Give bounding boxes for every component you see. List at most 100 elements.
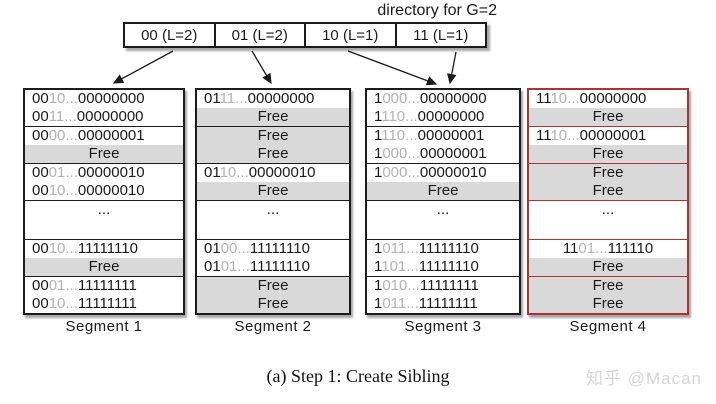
bucket-block: ... — [367, 200, 519, 239]
bits-masked: 110... — [381, 108, 418, 125]
bits-suffix: 00000000 — [77, 90, 145, 107]
bits-suffix: 11111111 — [418, 295, 478, 312]
record-row: 1000...00000010 — [367, 164, 519, 182]
bits-suffix: 11111110 — [418, 258, 479, 275]
bits-masked: 10... — [48, 182, 78, 199]
bits-suffix: 11111110 — [418, 240, 479, 257]
record-row: 1110...00000000 — [529, 90, 687, 108]
bits-suffix: 00000010 — [77, 182, 145, 199]
bits-masked: 10... — [550, 127, 580, 144]
bits-prefix: 00 — [32, 277, 49, 294]
arrow-00-to-segment-1 — [112, 50, 174, 84]
segment-3-label: Segment 3 — [404, 318, 482, 335]
bits-prefix: 00 — [32, 127, 49, 144]
record-row: 1110...00000001 — [367, 127, 519, 145]
arrow-11-to-segment-3 — [447, 51, 457, 85]
bits-suffix: 00000000 — [579, 90, 647, 107]
directory-title: directory for G=2 — [377, 2, 497, 19]
free-slot-row: Free — [197, 145, 349, 163]
bits-prefix: 00 — [32, 295, 49, 312]
free-slot-row: Free — [529, 258, 687, 276]
record-row: 1110...00000001 — [529, 127, 687, 145]
bits-masked: 01... — [48, 164, 78, 181]
bits-prefix: 00 — [32, 240, 49, 257]
directory-cell-00: 00 (L=2) — [141, 26, 198, 44]
bits-masked: 01... — [48, 277, 78, 294]
segment-2-label: Segment 2 — [234, 318, 312, 335]
bits-masked: 110... — [381, 127, 418, 144]
record-row: 0101...11111110 — [197, 258, 349, 276]
record-row: 0010...11111111 — [25, 295, 183, 313]
bits-suffix: 00000000 — [247, 90, 315, 107]
record-row: 1000...00000001 — [367, 145, 519, 163]
bits-masked: 10... — [48, 240, 78, 257]
bits-suffix: 00000010 — [77, 164, 145, 181]
bits-masked: 10... — [550, 90, 580, 107]
record-row: 1011...11111111 — [367, 295, 519, 313]
bits-prefix: 1 — [374, 108, 382, 125]
bits-suffix: 11111111 — [77, 295, 137, 312]
record-row: 0110...00000010 — [197, 164, 349, 182]
bucket-block: ... — [25, 200, 183, 239]
bits-prefix: 1 — [374, 277, 383, 294]
bits-masked: 000... — [382, 145, 420, 162]
free-slot-row: Free — [529, 164, 687, 182]
bits-masked: 11... — [219, 90, 248, 107]
record-row: 0011...00000000 — [25, 108, 183, 126]
watermark: 知乎 @Macan — [585, 369, 702, 388]
bits-masked: 010... — [382, 277, 420, 294]
bits-prefix: 00 — [32, 182, 49, 199]
ellipsis-row: ... — [97, 201, 111, 218]
free-slot-row: Free — [197, 295, 349, 313]
bits-masked: 101... — [381, 258, 419, 275]
figure-caption: (a) Step 1: Create Sibling — [266, 366, 450, 386]
bits-prefix: 00 — [32, 164, 49, 181]
record-row: 0000...00000001 — [25, 127, 183, 145]
bits-prefix: 1 — [374, 90, 383, 107]
bits-prefix: 1 — [374, 145, 383, 162]
record-row: 0111...00000000 — [197, 90, 349, 108]
bits-suffix: 00000001 — [77, 127, 145, 144]
bits-prefix: 00 — [32, 90, 49, 107]
bits-masked: 01... — [578, 240, 608, 257]
free-slot-row: Free — [529, 108, 687, 126]
bits-prefix: 1 — [374, 240, 383, 257]
free-slot-row: Free — [367, 182, 519, 200]
bits-suffix: 11111111 — [419, 277, 479, 294]
free-slot-row: Free — [25, 145, 183, 163]
free-slot-row: Free — [197, 108, 349, 126]
bits-suffix: 00000001 — [417, 127, 485, 144]
bits-masked: 00... — [48, 127, 78, 144]
bits-prefix: 01 — [204, 258, 221, 275]
free-slot-row: Free — [25, 258, 183, 276]
free-slot-row: Free — [529, 145, 687, 163]
free-slot-row: Free — [197, 127, 349, 145]
bits-prefix: 01 — [204, 240, 221, 257]
bits-masked: 10... — [48, 90, 78, 107]
record-row: 0010...00000000 — [25, 90, 183, 108]
record-row: 0001...00000010 — [25, 164, 183, 182]
bits-masked: 10... — [219, 164, 249, 181]
bits-suffix: 11111110 — [249, 258, 310, 275]
bits-suffix: 00000000 — [419, 90, 487, 107]
bits-prefix: 11 — [536, 127, 551, 144]
record-row: 1110...00000000 — [367, 108, 519, 126]
